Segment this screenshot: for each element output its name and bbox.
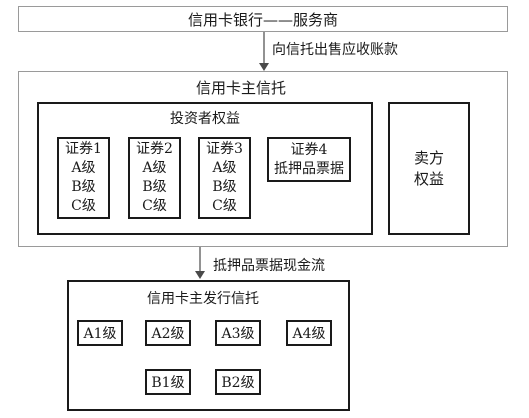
security-3-name: 证券3: [206, 141, 243, 157]
master-trust-title: 信用卡主信托: [196, 79, 287, 97]
class-a2-box: A2级: [145, 320, 191, 346]
arrow-cashflow-label: 抵押品票据现金流: [213, 258, 325, 274]
issuance-trust-box: [67, 280, 350, 411]
arrow-cashflow-head: [195, 271, 205, 279]
seller-interest-line-2: 权益: [413, 169, 444, 188]
security-4-collateral-note: 抵押品票据: [274, 160, 344, 177]
class-a2-label: A2级: [151, 326, 185, 342]
security-4-box: 证券4 抵押品票据: [267, 137, 351, 182]
issuance-trust-title: 信用卡主发行信托: [147, 291, 259, 307]
investor-interest-box: [37, 102, 373, 235]
security-4-name: 证券4: [290, 141, 328, 158]
class-a1-box: A1级: [77, 320, 123, 346]
arrow-sale-label: 向信托出售应收账款: [272, 42, 398, 58]
servicer-bank-title: 信用卡银行——服务商: [187, 10, 338, 29]
investor-interest-title: 投资者权益: [170, 111, 240, 127]
security-3-class-b: B级: [212, 179, 237, 195]
class-a1-label: A1级: [83, 326, 117, 342]
class-b1-label: B1级: [151, 375, 185, 391]
security-1-class-c: C级: [71, 198, 96, 214]
seller-interest-box: 卖方 权益: [388, 102, 470, 235]
security-3-box: 证券3 A级 B级 C级: [198, 137, 251, 219]
security-2-name: 证券2: [136, 141, 173, 157]
class-a4-label: A4级: [292, 326, 326, 342]
security-2-class-a: A级: [142, 160, 167, 176]
class-a4-box: A4级: [286, 320, 332, 346]
master-trust-box: [18, 71, 508, 247]
class-a3-label: A3级: [221, 326, 255, 342]
servicer-bank-box: 信用卡银行——服务商: [18, 6, 508, 32]
security-1-box: 证券1 A级 B级 C级: [57, 137, 110, 219]
security-2-box: 证券2 A级 B级 C级: [128, 137, 181, 219]
arrow-sale-head: [259, 63, 269, 71]
security-1-name: 证券1: [65, 141, 102, 157]
security-3-class-c: C级: [212, 198, 237, 214]
security-1-class-b: B级: [71, 179, 96, 195]
class-b2-label: B2级: [221, 375, 255, 391]
class-a3-box: A3级: [215, 320, 261, 346]
security-2-class-c: C级: [142, 198, 167, 214]
seller-interest-line-1: 卖方: [413, 148, 444, 167]
security-2-class-b: B级: [142, 179, 167, 195]
class-b2-box: B2级: [215, 369, 261, 395]
security-3-class-a: A级: [212, 160, 237, 176]
security-1-class-a: A级: [71, 160, 96, 176]
class-b1-box: B1级: [145, 369, 191, 395]
